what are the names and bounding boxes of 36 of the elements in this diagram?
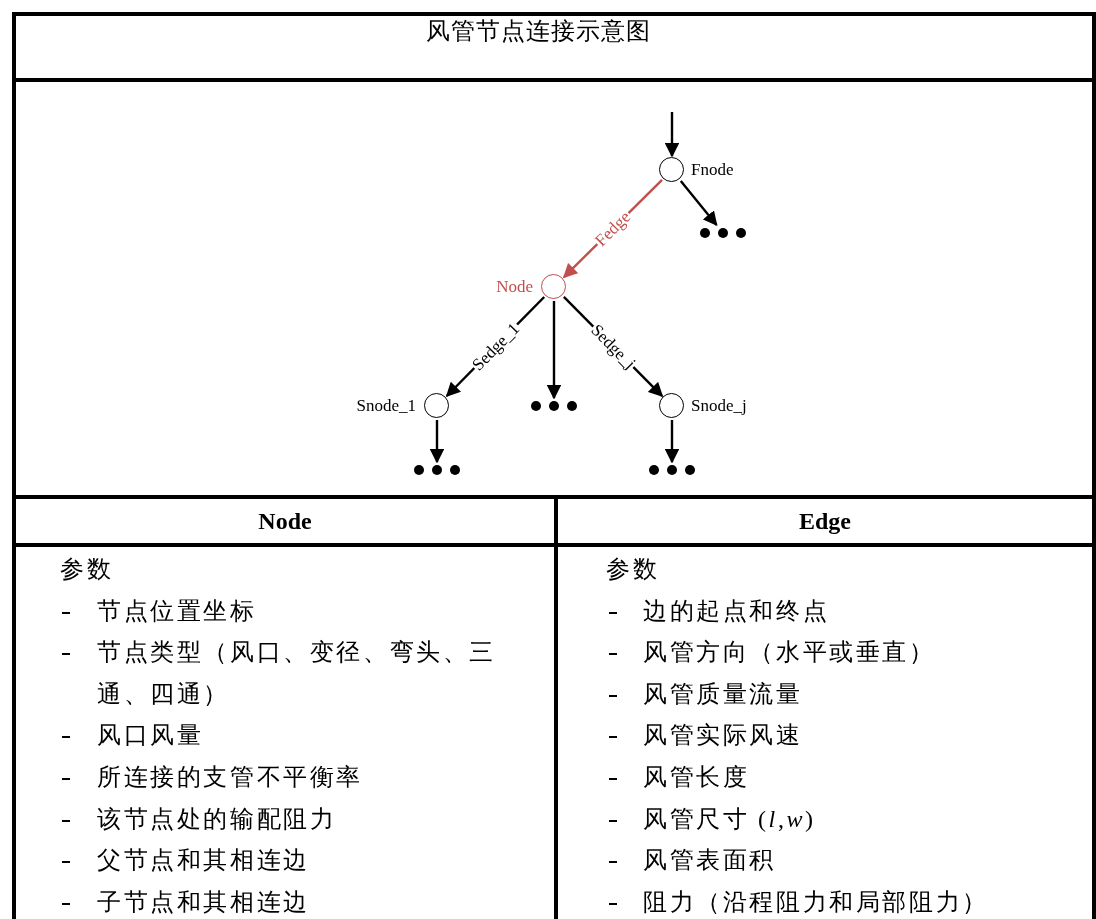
node-circle <box>424 393 449 418</box>
list-item: 风管方向（水平或垂直） <box>643 639 936 666</box>
column-header: Node <box>257 506 313 536</box>
list-item: 风管实际风速 <box>643 722 803 749</box>
node-label: Node <box>496 277 533 297</box>
list-item: 风管长度 <box>643 763 750 790</box>
arrow <box>546 301 562 400</box>
ellipsis-dots <box>414 465 460 475</box>
list-item: 所连接的支管不平衡率 <box>97 763 363 790</box>
arrow <box>679 180 718 227</box>
section-heading: 参数 <box>606 556 660 582</box>
node-circle <box>659 393 684 418</box>
title: 风管节点连接示意图 <box>424 17 652 46</box>
list-item: 节点位置坐标 <box>97 597 257 624</box>
list-item: 风管质量流量 <box>643 680 803 707</box>
node-circle <box>541 274 566 299</box>
list-item: 子节点和其相连边 <box>97 888 310 915</box>
arrow <box>664 112 680 158</box>
ellipsis-dots <box>700 228 746 238</box>
column-header: Edge <box>798 506 852 536</box>
list-item: 该节点处的输配阻力 <box>97 805 337 832</box>
list-item: 阻力（沿程阻力和局部阻力） <box>643 888 989 915</box>
list-item: 风管表面积 <box>643 847 776 874</box>
list-item: 风口风量 <box>97 722 204 749</box>
node-label: Snode_1 <box>356 396 416 416</box>
section-heading: 参数 <box>60 556 114 582</box>
list-item: 风管尺寸 (l,w) <box>643 805 816 832</box>
node-label: Snode_j <box>691 396 747 416</box>
list-item: 父节点和其相连边 <box>97 847 310 874</box>
node-label: Fnode <box>691 160 734 180</box>
arrow <box>429 420 445 464</box>
list-item: 边的起点和终点 <box>643 597 830 624</box>
ellipsis-dots <box>649 465 695 475</box>
node-circle <box>659 157 684 182</box>
list-item: 节点类型（风口、变径、弯头、三通、四通） <box>97 639 496 707</box>
ellipsis-dots <box>531 401 577 411</box>
